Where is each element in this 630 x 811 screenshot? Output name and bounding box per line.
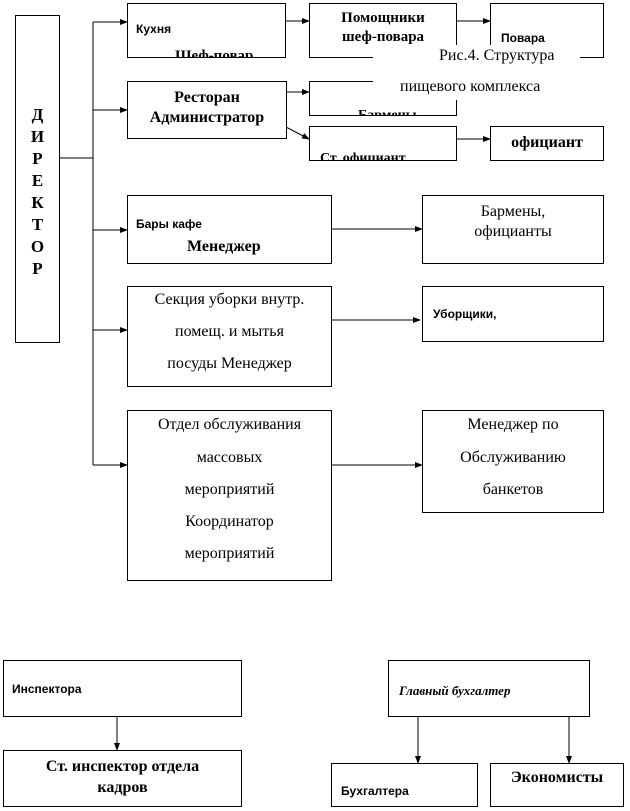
events-line: мероприятий bbox=[184, 481, 275, 498]
bartenders-box: Бармены, официанты bbox=[422, 195, 604, 264]
inspectors-label: Инспектора bbox=[12, 682, 82, 696]
inspectors-box: Инспектора bbox=[3, 660, 242, 717]
cleaning-line: Секция уборки внутр. bbox=[154, 291, 305, 308]
bartenders-line: Бармены, bbox=[480, 203, 546, 220]
kitchen-title: Кухня bbox=[136, 22, 172, 36]
arrow bbox=[285, 126, 310, 140]
restaurant-box: Ресторан Администратор bbox=[127, 81, 287, 139]
cleaners-label: Уборщики, bbox=[433, 307, 497, 321]
chief-accountant-label: Главный бухгалтер bbox=[399, 683, 511, 698]
kitchen-box: Кухня Шеф-повар bbox=[127, 3, 286, 58]
cleaning-line: помещ. и мытья bbox=[175, 323, 284, 340]
bars-title: Бары кафе bbox=[136, 217, 202, 231]
events-box: Отдел обслуживания массовых мероприятий … bbox=[127, 410, 332, 581]
caption-line: Рис.4. Структура bbox=[439, 47, 555, 64]
caption-line: пищевого комплекса bbox=[400, 78, 541, 95]
cooks-label: Повара bbox=[501, 31, 545, 45]
cleaners-box: Уборщики, bbox=[422, 286, 604, 342]
restaurant-line: Ресторан bbox=[174, 89, 240, 106]
chief-accountant-box: Главный бухгалтер bbox=[388, 660, 590, 717]
economists-box: Экономисты bbox=[490, 763, 624, 807]
senior-inspector-line: Ст. инспектор отдела bbox=[45, 758, 200, 775]
economists-label: Экономисты bbox=[510, 769, 604, 786]
events-line: Отдел обслуживания bbox=[157, 416, 302, 433]
events-line: Координатор bbox=[185, 513, 274, 530]
events-line: массовых bbox=[196, 449, 263, 466]
accountants-label: Бухгалтера bbox=[341, 784, 409, 798]
waiter-label: официант bbox=[511, 134, 583, 151]
bars-box: Бары кафе Менеджер bbox=[127, 195, 332, 264]
senior-waiter-label: Ст. официант bbox=[320, 151, 406, 161]
director-box: ДИРЕКТОР bbox=[15, 15, 60, 343]
senior-waiter-box: Ст. официант bbox=[309, 126, 457, 161]
chef-assistants-line: Помощники bbox=[341, 10, 425, 26]
restaurant-line: Администратор bbox=[149, 109, 265, 126]
kitchen-head: Шеф-повар bbox=[175, 48, 254, 58]
cleaning-line: посуды Менеджер bbox=[167, 355, 292, 372]
banquet-line: Обслуживанию bbox=[460, 449, 566, 466]
chef-assistants-line: шеф-повара bbox=[341, 29, 425, 45]
waiter-box: официант bbox=[490, 126, 604, 161]
director-label: ДИРЕКТОР bbox=[30, 105, 45, 278]
events-line: мероприятий bbox=[184, 545, 275, 562]
banquet-line: Менеджер по bbox=[467, 416, 559, 433]
senior-inspector-line: кадров bbox=[97, 779, 148, 796]
bars-head: Менеджер bbox=[187, 238, 261, 255]
restaurant-sub-label: Бармены bbox=[358, 108, 417, 116]
accountants-box: Бухгалтера bbox=[331, 763, 478, 807]
cleaning-box: Секция уборки внутр. помещ. и мытья посу… bbox=[127, 286, 332, 387]
bartenders-line: официанты bbox=[474, 223, 552, 240]
banquet-box: Менеджер по Обслуживанию банкетов bbox=[422, 410, 604, 513]
senior-inspector-box: Ст. инспектор отдела кадров bbox=[3, 750, 242, 807]
figure-caption: Рис.4. Структура пищевого комплекса bbox=[373, 45, 580, 100]
banquet-line: банкетов bbox=[482, 481, 544, 498]
